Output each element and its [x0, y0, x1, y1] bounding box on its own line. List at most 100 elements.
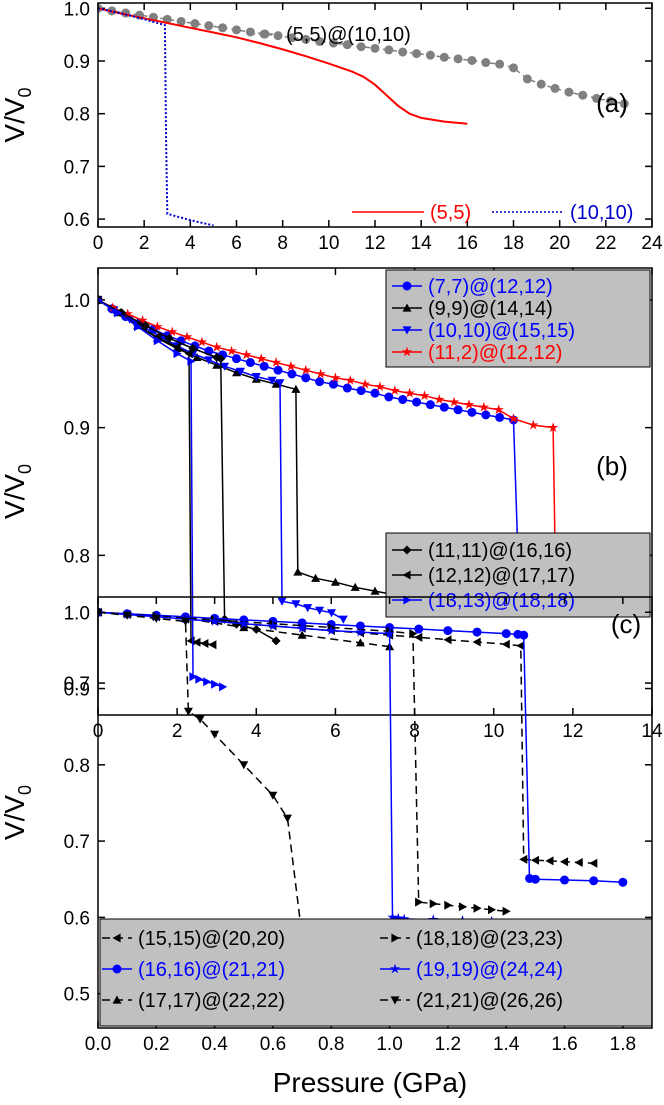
data-point [355, 621, 365, 631]
y-tick-label: 0.6 [64, 908, 90, 929]
data-point [273, 31, 283, 41]
data-point [211, 679, 220, 689]
legend: (15,15)@(20,20)(16,16)@(21,21)(17,17)@(2… [99, 918, 653, 1027]
data-point [449, 396, 460, 407]
series-line [98, 611, 623, 884]
x-tick-label: 0.0 [85, 1034, 111, 1055]
y-tick-label: 0.7 [64, 832, 90, 853]
plot-frame [97, 2, 653, 228]
data-point [232, 354, 241, 364]
data-point [259, 361, 269, 371]
y-axis-title: V/V0 [0, 464, 35, 519]
data-point [404, 387, 415, 398]
data-point [152, 321, 163, 332]
data-point [122, 611, 132, 620]
legend-label: (10,10) [570, 202, 633, 224]
series--16-16-21-21- [98, 607, 628, 887]
y-tick-label: 0.9 [64, 419, 90, 440]
x-tick-label: 4 [251, 721, 262, 742]
data-point [287, 33, 297, 43]
data-point [181, 331, 193, 342]
y-tick-label: 0.7 [64, 674, 90, 695]
data-point [536, 79, 546, 89]
data-point [429, 899, 438, 909]
x-tick-label: 0.8 [318, 1034, 344, 1055]
legend: (11,11)@(16,16)(12,12)@(17,17)(13,13)@(1… [385, 532, 651, 618]
data-point [216, 354, 226, 364]
data-point [172, 342, 181, 352]
data-point [283, 814, 292, 823]
x-tick-label: 1.0 [376, 1034, 402, 1055]
y-tick-label: 0.5 [64, 985, 90, 1006]
series--10-10-15-15- [98, 296, 348, 624]
data-point [355, 626, 366, 637]
data-point [393, 912, 404, 923]
x-tick-label: 1.2 [435, 1034, 461, 1055]
data-point [98, 608, 103, 617]
legend-label: (17,17)@(22,22) [138, 990, 285, 1012]
x-tick-label: 0.6 [260, 1034, 286, 1055]
data-point [187, 356, 196, 366]
panel-label: (c) [611, 609, 641, 639]
data-point [342, 383, 352, 393]
data-point [458, 902, 467, 912]
legend-marker [402, 570, 411, 580]
x-tick-label: 24 [641, 233, 663, 254]
data-point [384, 392, 394, 402]
x-tick-label: 6 [231, 233, 242, 254]
data-point [493, 404, 504, 415]
data-point [414, 624, 424, 634]
legend-label: (10,10)@(15,15) [428, 320, 575, 342]
x-tick-label: 6 [330, 721, 341, 742]
data-point [315, 368, 326, 379]
legend-label: (7,7)@(12,12) [428, 276, 553, 298]
data-point [618, 877, 628, 887]
data-point [210, 730, 220, 739]
data-point [409, 629, 418, 639]
data-point [195, 715, 205, 724]
data-point [220, 362, 230, 371]
x-tick-label: 12 [364, 233, 385, 254]
data-point [443, 626, 453, 636]
data-point [384, 628, 395, 638]
data-point [184, 349, 193, 359]
legend-label: (19,19)@(24,24) [416, 959, 563, 981]
data-point [356, 386, 366, 396]
series-line [98, 7, 214, 227]
data-point [301, 34, 311, 44]
data-point [578, 90, 588, 100]
data-point [550, 83, 560, 93]
data-point [519, 630, 529, 640]
y-tick-label: 0.9 [64, 680, 90, 701]
data-point [195, 674, 204, 684]
legend-marker [390, 996, 400, 1005]
series--15-15-20-20- [98, 607, 598, 868]
data-point [327, 609, 336, 618]
legend-marker [402, 303, 412, 312]
legend-box [385, 269, 651, 368]
data-point [564, 87, 574, 97]
legend-marker [389, 963, 401, 974]
series-line [98, 611, 594, 864]
data-point [137, 315, 148, 325]
data-point [414, 632, 423, 642]
panel-label: (a) [596, 88, 628, 118]
legend-box [99, 918, 653, 1027]
data-point [398, 47, 408, 57]
data-point [370, 388, 380, 398]
data-point [516, 641, 525, 651]
data-point [153, 336, 162, 346]
data-point [226, 345, 237, 356]
y-tick-label: 0.9 [64, 52, 90, 73]
legend-box [385, 532, 651, 618]
legend-label: (13,13)@(18,18) [428, 590, 575, 612]
data-point [330, 577, 340, 586]
data-point [267, 376, 277, 385]
data-point [208, 640, 217, 650]
data-point [245, 27, 255, 37]
data-point [204, 21, 214, 31]
x-tick-label: 0.2 [143, 1034, 169, 1055]
data-point [444, 900, 453, 910]
